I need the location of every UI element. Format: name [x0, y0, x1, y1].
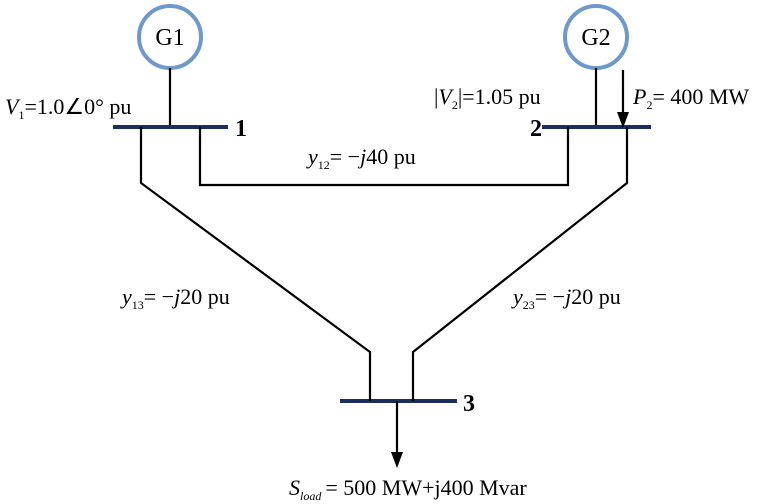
p2-injection-arrow: [617, 70, 629, 128]
load-arrow: [391, 401, 403, 468]
line-1-2: [198, 127, 570, 187]
generator-g1-label: G1: [155, 25, 184, 51]
line-1-3: [139, 127, 372, 401]
bus-3-number: 3: [463, 391, 475, 417]
line-2-3: [411, 127, 629, 401]
y12-label: y12= −j40 pu: [306, 144, 416, 172]
p2-label: P2= 400 MW: [632, 84, 749, 112]
generator-g2-label: G2: [581, 25, 610, 51]
generator-g1: G1: [137, 4, 203, 127]
p2-arrow-head: [617, 112, 629, 128]
load-arrow-head: [391, 452, 403, 468]
bus-2-number: 2: [530, 116, 542, 142]
sload-label: Sload= 500 MW+j400 Mvar: [289, 475, 527, 503]
bus-1-number: 1: [235, 116, 247, 142]
generator-g2: G2: [563, 4, 629, 127]
y23-label: y23= −j20 pu: [511, 284, 621, 312]
y13-label: y13= −j20 pu: [120, 284, 230, 312]
v2-label: |V2|=1.05 pu: [434, 84, 541, 112]
v1-label: V1=1.0∠0° pu: [5, 94, 131, 122]
